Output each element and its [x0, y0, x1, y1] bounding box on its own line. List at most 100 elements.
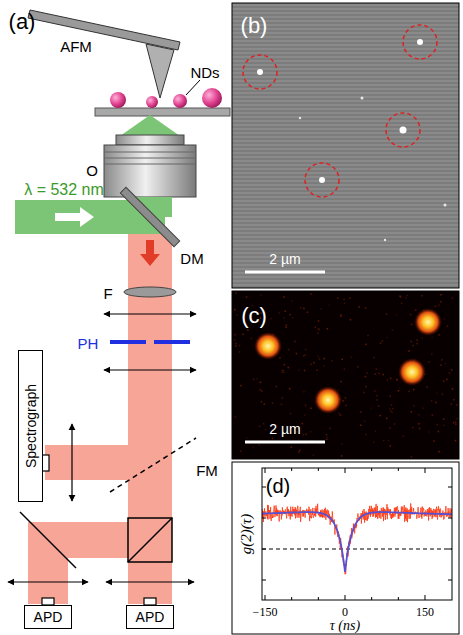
noise-speck	[305, 349, 307, 351]
noise-speck	[413, 405, 415, 407]
noise-speck	[265, 429, 267, 431]
noise-speck	[421, 337, 423, 339]
noise-speck	[443, 425, 445, 427]
noise-speck	[284, 317, 286, 319]
axis-tick	[265, 468, 266, 473]
noise-speck	[252, 446, 254, 448]
panel-letter: (a)	[9, 11, 36, 33]
noise-speck	[452, 388, 454, 390]
noise-speck	[437, 424, 439, 426]
noise-speck	[282, 397, 284, 399]
nanodiamond	[202, 88, 222, 108]
noise-speck	[240, 450, 242, 452]
noise-speck	[313, 362, 315, 364]
noise-speck	[418, 414, 420, 416]
dichroic-mirror	[120, 187, 179, 246]
noise-speck	[340, 316, 342, 318]
noise-speck	[431, 353, 433, 355]
highlight-circle	[243, 55, 277, 89]
noise-speck	[327, 328, 329, 330]
noise-speck	[329, 428, 331, 430]
noise-speck	[380, 415, 382, 417]
noise-speck	[298, 369, 300, 371]
noise-speck	[317, 356, 319, 358]
noise-speck	[246, 437, 248, 439]
noise-speck	[298, 451, 300, 453]
noise-speck	[455, 440, 457, 442]
axis-title: g(2)(τ)	[239, 514, 254, 554]
noise-speck	[383, 374, 385, 376]
noise-speck	[443, 381, 445, 383]
noise-speck	[400, 296, 402, 298]
noise-speck	[310, 364, 312, 366]
noise-speck	[389, 427, 391, 429]
noise-speck	[327, 437, 329, 439]
fit-curve	[262, 512, 452, 572]
pinhole	[110, 340, 146, 344]
noise-speck	[242, 334, 244, 336]
spectrograph-box: Spectrograph	[18, 350, 43, 502]
highlight-circle	[305, 163, 339, 197]
noise-speck	[292, 317, 294, 319]
particle	[299, 117, 301, 119]
noise-speck	[423, 408, 425, 410]
spectrograph-port	[42, 455, 49, 471]
noise-speck	[396, 379, 398, 381]
objective-body	[104, 145, 196, 197]
scale-label: 2 µm	[269, 422, 300, 436]
beam-arrow	[55, 207, 94, 227]
beam-arrow	[140, 240, 160, 266]
noise-speck	[438, 431, 440, 433]
nanodiamond	[146, 96, 158, 108]
noise-speck	[304, 414, 306, 416]
part-label: F	[103, 286, 112, 301]
axis-tick	[262, 549, 266, 550]
noise-speck	[240, 385, 242, 387]
leader-line	[186, 80, 200, 95]
noise-speck	[350, 319, 352, 321]
axis-tick	[345, 595, 346, 600]
noise-speck	[449, 372, 451, 374]
noise-speck	[289, 314, 291, 316]
plot-area	[261, 468, 452, 600]
noise-speck	[331, 360, 333, 362]
noise-speck	[453, 422, 455, 424]
noise-speck	[373, 441, 375, 443]
noise-speck	[307, 312, 309, 314]
noise-speck	[235, 416, 237, 418]
noise-speck	[288, 349, 290, 351]
noise-speck	[246, 296, 248, 298]
noise-speck	[387, 379, 389, 381]
noise-speck	[363, 392, 365, 394]
noise-speck	[270, 318, 272, 320]
part-label: DM	[180, 251, 203, 266]
noise-speck	[376, 399, 378, 401]
noise-speck	[392, 408, 394, 410]
objective-rib	[104, 152, 196, 153]
noise-speck	[451, 403, 453, 405]
noise-speck	[426, 386, 428, 388]
noise-speck	[239, 351, 241, 353]
detector-box: APD	[24, 605, 72, 629]
noise-speck	[318, 329, 320, 331]
detector-box: APD	[126, 605, 174, 629]
noise-speck	[289, 388, 291, 390]
noise-speck	[283, 372, 285, 374]
noise-speck	[310, 431, 312, 433]
detector-port	[144, 598, 156, 605]
afm-cantilever	[28, 10, 180, 50]
noise-speck	[391, 412, 393, 414]
axis-tick	[448, 549, 452, 550]
noise-speck	[389, 408, 391, 410]
noise-speck	[375, 431, 377, 433]
noise-speck	[284, 364, 286, 366]
noise-speck	[290, 413, 292, 415]
data-trace	[262, 503, 452, 574]
reference-line	[262, 549, 452, 550]
noise-speck	[411, 456, 413, 458]
noise-speck	[360, 425, 362, 427]
noise-speck	[419, 428, 421, 430]
highlight-circle	[386, 113, 420, 147]
axis-title: τ (ns)	[330, 619, 360, 633]
